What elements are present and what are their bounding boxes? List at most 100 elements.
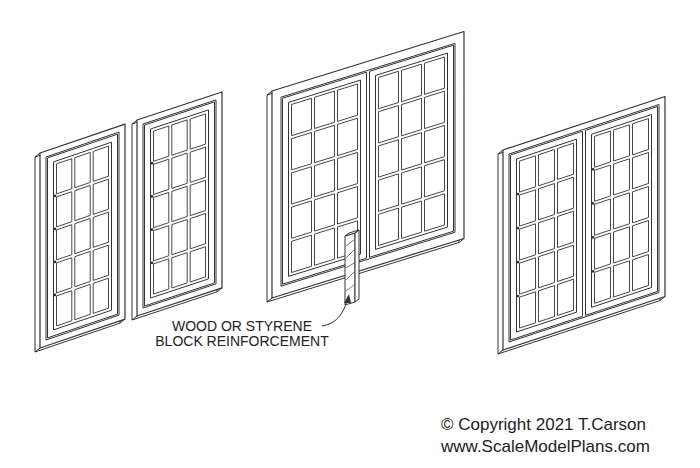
glass-area xyxy=(517,139,577,332)
window-sash xyxy=(586,107,658,316)
window-frame-back xyxy=(35,128,120,352)
glass-pane xyxy=(172,120,187,155)
glass-pane xyxy=(172,220,187,255)
muntin-pin xyxy=(517,193,520,196)
reinforcement-block xyxy=(345,230,359,305)
muntin-pin xyxy=(54,228,57,231)
glass-pane xyxy=(425,194,445,231)
glass-pane xyxy=(595,233,611,269)
glass-pane xyxy=(154,126,169,161)
glass-pane xyxy=(338,187,358,224)
glass-pane xyxy=(75,152,90,187)
glass-pane xyxy=(558,279,574,315)
glass-pane xyxy=(614,261,630,297)
glass-pane xyxy=(338,118,358,155)
glass-pane xyxy=(93,146,108,181)
glass-pane xyxy=(614,125,630,161)
glass-pane xyxy=(558,143,574,179)
frame-depth-edge xyxy=(267,91,272,95)
glass-pane xyxy=(75,284,90,319)
muntin-pin xyxy=(517,261,520,264)
frame-depth-edge xyxy=(498,150,503,154)
block-top xyxy=(345,230,359,236)
frame-opening xyxy=(143,100,216,308)
glass-pane xyxy=(402,167,422,204)
glass-pane xyxy=(595,199,611,235)
muntin-pin xyxy=(592,270,595,273)
leader-arrowhead xyxy=(344,294,351,303)
glass-pane xyxy=(539,218,555,254)
glass-pane xyxy=(539,184,555,220)
glass-pane xyxy=(172,186,187,221)
glass-pane xyxy=(57,192,72,227)
callout-label: WOOD OR STYRENE BLOCK REINFORCEMENT xyxy=(151,319,333,349)
glass-pane xyxy=(379,140,399,177)
glass-area xyxy=(54,142,112,330)
frame-depth-edge xyxy=(35,153,40,157)
glass-pane xyxy=(425,125,445,162)
glass-pane xyxy=(315,228,335,265)
glass-pane xyxy=(154,159,169,194)
glass-pane xyxy=(633,119,649,155)
muntin-pin xyxy=(151,195,154,198)
window-sash xyxy=(370,45,454,257)
glass-pane xyxy=(633,255,649,291)
website-watermark: www.ScaleModelPlans.com xyxy=(441,437,650,457)
frame-depth-edge xyxy=(498,350,503,354)
glass-pane xyxy=(190,214,205,249)
glass-pane xyxy=(520,190,536,226)
glass-pane xyxy=(93,278,108,313)
glass-pane xyxy=(190,180,205,215)
glass-pane xyxy=(539,286,555,322)
glass-pane xyxy=(425,160,445,197)
window-sash xyxy=(48,134,118,338)
glass-pane xyxy=(614,227,630,263)
muntin-pin xyxy=(54,294,57,297)
wood-grain xyxy=(346,240,354,291)
glass-pane xyxy=(379,208,399,245)
glass-pane xyxy=(75,218,90,253)
glass-pane xyxy=(57,291,72,326)
window-frame-back xyxy=(498,101,660,355)
window-group xyxy=(35,32,665,355)
frame-opening xyxy=(281,43,455,286)
frame-opening xyxy=(46,132,119,340)
glass-pane xyxy=(190,247,205,282)
glass-pane xyxy=(75,185,90,220)
glass-pane xyxy=(558,211,574,247)
muntin-pin xyxy=(592,236,595,239)
glass-pane xyxy=(520,156,536,192)
glass-pane xyxy=(402,64,422,101)
glass-pane xyxy=(614,193,630,229)
glass-pane xyxy=(292,133,312,170)
glass-pane xyxy=(558,245,574,281)
glass-pane xyxy=(292,201,312,238)
glass-pane xyxy=(57,159,72,194)
glass-pane xyxy=(539,150,555,186)
window-sash xyxy=(511,131,583,340)
glass-pane xyxy=(338,84,358,121)
glass-pane xyxy=(379,174,399,211)
copyright-note: © Copyright 2021 T.Carson xyxy=(441,415,646,435)
glass-pane xyxy=(539,252,555,288)
glass-pane xyxy=(57,225,72,260)
frame-depth-edge xyxy=(267,298,272,302)
frame-opening xyxy=(509,105,659,343)
glass-pane xyxy=(292,167,312,204)
frame-depth-edge xyxy=(132,120,137,124)
frame-depth-edge xyxy=(132,316,137,320)
glass-pane xyxy=(75,251,90,286)
glass-pane xyxy=(595,165,611,201)
block-side xyxy=(355,230,359,302)
glass-pane xyxy=(154,192,169,227)
glass-pane xyxy=(379,71,399,108)
leader-line xyxy=(322,294,351,326)
glass-pane xyxy=(315,91,335,128)
glass-pane xyxy=(93,179,108,214)
glass-pane xyxy=(379,106,399,143)
muntin-pin xyxy=(517,227,520,230)
glass-pane xyxy=(154,259,169,294)
glass-pane xyxy=(338,152,358,189)
